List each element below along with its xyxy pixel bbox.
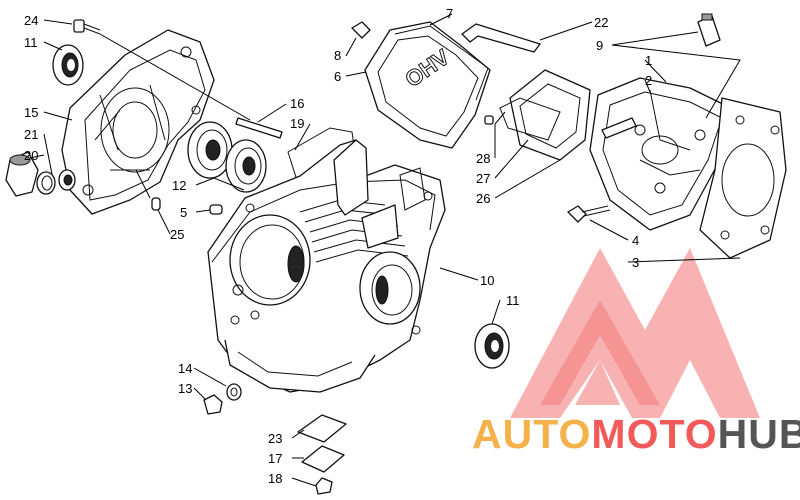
valve-cover-6: OHV — [364, 21, 491, 149]
callout-12: 12 — [172, 178, 186, 193]
callout-17: 17 — [268, 451, 282, 466]
callout-16: 16 — [290, 96, 304, 111]
callout-10: 10 — [480, 273, 494, 288]
callout-labels: 24 11 15 21 20 16 19 12 5 25 7 8 6 22 9 … — [24, 6, 652, 486]
callout-19: 19 — [290, 116, 304, 131]
gear-case-cover — [61, 29, 215, 215]
intake-housing-26 — [509, 69, 591, 161]
callout-3: 3 — [632, 255, 639, 270]
head-gasket-3 — [699, 97, 787, 259]
callout-21: 21 — [24, 127, 38, 142]
callout-15: 15 — [24, 105, 38, 120]
head-bolt-4 — [567, 205, 611, 223]
shaft-16 — [235, 117, 283, 139]
callout-7: 7 — [446, 6, 453, 21]
callout-4: 4 — [632, 233, 639, 248]
bearing-12-a — [187, 121, 233, 179]
callout-18: 18 — [268, 471, 282, 486]
callout-6: 6 — [334, 69, 341, 84]
leader-lines — [29, 13, 741, 487]
callout-27: 27 — [476, 171, 490, 186]
callout-1: 1 — [645, 53, 652, 68]
callout-23: 23 — [268, 431, 282, 446]
drain-plug-20 — [5, 151, 39, 197]
bolt-18 — [315, 477, 333, 495]
watermark-hub: HUB — [718, 411, 800, 457]
callout-24: 24 — [24, 13, 38, 28]
seal-small — [58, 169, 76, 191]
oil-seal-11-left — [52, 44, 84, 86]
oil-seal-11-right — [474, 323, 510, 369]
cover-plate-17 — [301, 445, 345, 473]
breather-tube-22 — [461, 23, 541, 53]
gasket-23 — [297, 414, 347, 443]
bolt-8 — [351, 21, 371, 39]
callout-28: 28 — [476, 151, 490, 166]
cylinder-head-1 — [589, 77, 736, 231]
callout-25: 25 — [170, 227, 184, 242]
callout-22: 22 — [594, 15, 608, 30]
callout-14: 14 — [178, 361, 192, 376]
callout-11-left: 11 — [24, 35, 38, 50]
watermark-text: AUTOMOTOHUB — [472, 411, 800, 457]
watermark-triangle-inner — [540, 300, 660, 405]
bearing-12-b — [225, 139, 267, 193]
dowel-pin-25 — [151, 197, 161, 211]
callout-11-right: 11 — [506, 293, 520, 308]
watermark-triangle-mark — [510, 248, 760, 418]
callout-20: 20 — [24, 148, 38, 163]
bolt-28 — [484, 115, 494, 125]
watermark-logo — [510, 248, 760, 418]
callout-2: 2 — [645, 73, 652, 88]
callout-9: 9 — [596, 38, 603, 53]
spark-plug-9 — [697, 13, 721, 47]
callout-13: 13 — [178, 381, 192, 396]
valve-seal-2 — [601, 117, 637, 139]
callout-5: 5 — [180, 205, 187, 220]
bolt-24 — [73, 19, 101, 35]
insulator-27 — [499, 97, 561, 141]
dowel-pin-5 — [209, 204, 223, 215]
washer-14 — [226, 383, 242, 401]
callout-26: 26 — [476, 191, 490, 206]
watermark-auto: AUTO — [472, 411, 591, 457]
drain-bolt-13 — [203, 394, 223, 415]
o-ring-21 — [36, 171, 56, 195]
watermark-moto: MOTO — [591, 411, 717, 457]
callout-8: 8 — [334, 48, 341, 63]
watermark-wordmark: AUTOMOTOHUB — [472, 411, 800, 457]
crankcase-10 — [207, 139, 446, 393]
valve-cover-gasket-7 — [394, 25, 489, 101]
